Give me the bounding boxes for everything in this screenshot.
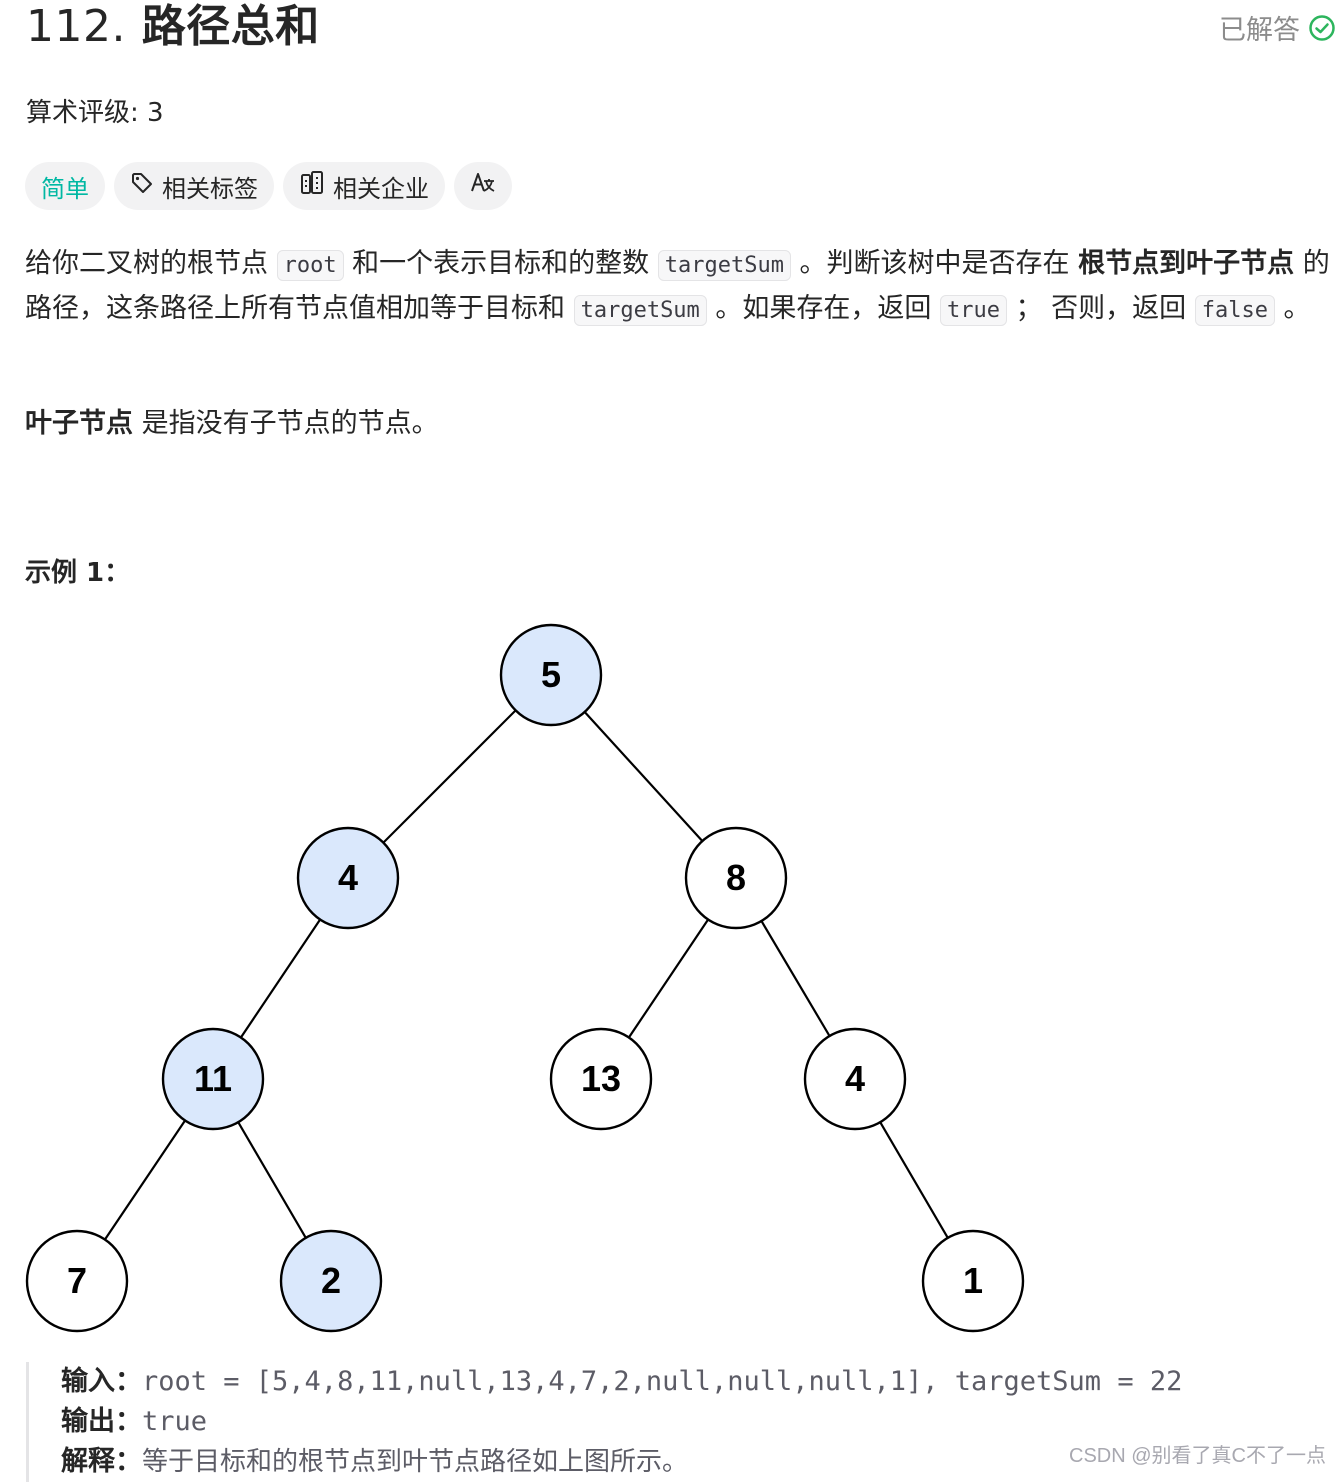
- binary-tree-diagram: 5 4 8 11 13 4 7 2 1: [25, 623, 1025, 1333]
- output-value: true: [142, 1406, 208, 1437]
- translate-icon: [470, 170, 496, 202]
- code-targetsum: targetSum: [573, 295, 707, 326]
- solved-label: 已解答: [1219, 15, 1300, 46]
- tree-node-circle: [499, 623, 603, 727]
- explain-label: 解释：: [61, 1446, 142, 1477]
- tree-node: 4: [296, 826, 400, 930]
- tree-node-label: 4: [845, 1058, 865, 1099]
- check-circle-icon: [1308, 14, 1336, 42]
- tree-node-circle: [25, 1229, 129, 1333]
- tree-node: 7: [25, 1229, 129, 1333]
- desc-text: 的路径，这条路径上所有节点值相加等于目标和: [25, 248, 1330, 324]
- tree-node-label: 4: [338, 857, 358, 898]
- desc-text: 给你二叉树的根节点: [25, 248, 277, 279]
- output-label: 输出：: [61, 1406, 142, 1437]
- translate-button[interactable]: [454, 162, 512, 210]
- problem-description: 给你二叉树的根节点 root 和一个表示目标和的整数 targetSum 。判断…: [25, 242, 1342, 332]
- leaf-text: 是指没有子节点的节点。: [133, 408, 439, 439]
- tree-node-label: 11: [194, 1058, 232, 1099]
- tree-node: 2: [279, 1229, 383, 1333]
- tree-node-label: 2: [321, 1260, 341, 1301]
- tree-node-label: 8: [726, 857, 746, 898]
- tree-node-circle: [921, 1229, 1025, 1333]
- related-tags-button[interactable]: 相关标签: [114, 162, 274, 210]
- tree-node: 13: [549, 1027, 653, 1131]
- tree-node-circle: [803, 1027, 907, 1131]
- desc-text: ； 否则，返回: [1006, 293, 1195, 324]
- code-root: root: [276, 250, 344, 281]
- watermark: CSDN @别看了真C不了一点: [1069, 1445, 1326, 1467]
- solved-status: 已解答: [1219, 8, 1336, 47]
- example-input: 输入：root = [5,4,8,11,null,13,4,7,2,null,n…: [61, 1362, 1326, 1402]
- tree-node-circle: [296, 826, 400, 930]
- leaf-bold: 叶子节点: [25, 408, 133, 439]
- tree-node: 8: [684, 826, 788, 930]
- tree-node-label: 13: [581, 1058, 621, 1099]
- difficulty-rating: 算术评级: 3: [26, 98, 164, 128]
- problem-title: 路径总和: [141, 1, 320, 52]
- code-false: false: [1194, 295, 1275, 326]
- related-tags-label: 相关标签: [162, 174, 258, 203]
- input-label: 输入：: [61, 1366, 142, 1397]
- tree-node-circle: [161, 1027, 265, 1131]
- tree-node-label: 5: [541, 654, 561, 695]
- desc-text: 。判断该树中是否存在: [790, 248, 1079, 279]
- desc-text: 。如果存在，返回: [706, 293, 940, 324]
- explain-value: 等于目标和的根节点到叶节点路径如上图所示。: [142, 1447, 689, 1477]
- tag-icon: [130, 171, 154, 201]
- tree-node-circle: [549, 1027, 653, 1131]
- tree-node-label: 1: [963, 1260, 983, 1301]
- example-block: 输入：root = [5,4,8,11,null,13,4,7,2,null,n…: [26, 1362, 1326, 1482]
- desc-bold: 根节点到叶子节点: [1078, 248, 1295, 279]
- tree-node-circle: [684, 826, 788, 930]
- tree-node: 1: [921, 1229, 1025, 1333]
- tag-row: 简单 相关标签 相关企业: [25, 162, 512, 210]
- example-output: 输出：true: [61, 1402, 1326, 1442]
- related-companies-label: 相关企业: [333, 174, 429, 203]
- tree-node: 4: [803, 1027, 907, 1131]
- input-value: root = [5,4,8,11,null,13,4,7,2,null,null…: [142, 1366, 1183, 1397]
- leaf-definition: 叶子节点 是指没有子节点的节点。: [25, 402, 439, 445]
- example-title: 示例 1：: [25, 558, 131, 588]
- desc-text: 。: [1274, 293, 1311, 324]
- tree-node-label: 7: [67, 1260, 87, 1301]
- example-explanation: 解释：等于目标和的根节点到叶节点路径如上图所示。: [61, 1442, 1326, 1482]
- desc-text: 和一个表示目标和的整数: [343, 248, 658, 279]
- tree-node: 11: [161, 1027, 265, 1131]
- related-companies-button[interactable]: 相关企业: [283, 162, 445, 210]
- tree-node-circle: [279, 1229, 383, 1333]
- problem-number: 112.: [26, 1, 126, 52]
- code-true: true: [939, 295, 1007, 326]
- building-icon: [299, 170, 325, 202]
- page-title: 112. 路径总和: [26, 0, 320, 54]
- tree-node: 5: [499, 623, 603, 727]
- code-targetsum: targetSum: [657, 250, 791, 281]
- difficulty-tag[interactable]: 简单: [25, 162, 105, 210]
